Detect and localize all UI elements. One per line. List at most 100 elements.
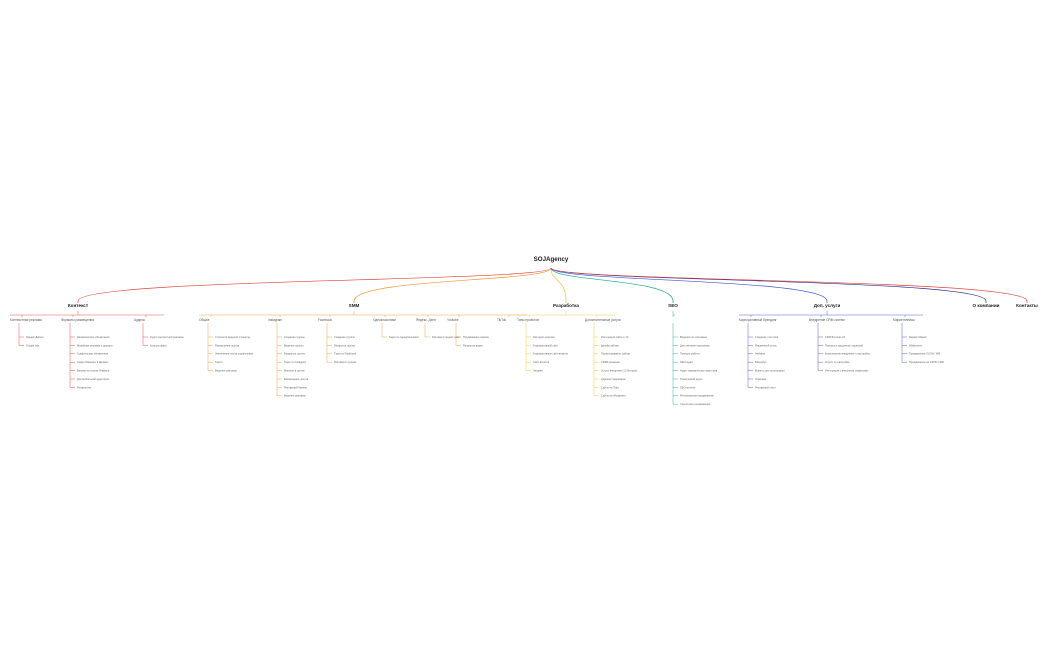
group-node-4-1[interactable]: Внедрение CRM систем [809, 318, 845, 322]
leaf-node-0-1-3[interactable]: Смарт-баннеры в Директе [77, 360, 109, 364]
leaf-node-4-2-1[interactable]: Wildberries [909, 343, 923, 347]
group-node-2-0[interactable]: Типы проектов [517, 318, 539, 322]
leaf-node-2-0-3[interactable]: Сайт-визитка [533, 360, 550, 364]
leaf-node-3-0-2[interactable]: Позиции работы [680, 352, 700, 356]
section-connector [550, 267, 987, 303]
group-node-1-0[interactable]: Общие [199, 318, 210, 322]
group-node-1-4[interactable]: Яндекс. Дзен [416, 318, 436, 322]
leaf-node-1-1-6[interactable]: Рекламный баннер [284, 385, 308, 389]
group-node-2-1[interactable]: Дополнительные услуги [585, 318, 621, 322]
section-connector [550, 267, 567, 303]
leaf-node-1-0-1[interactable]: Размещение постов [215, 343, 240, 347]
leaf-node-1-0-4[interactable]: Ведение рекламы [215, 369, 237, 373]
leaf-node-2-0-0[interactable]: Интернет-магазин [533, 335, 555, 339]
group-node-1-2[interactable]: Facebook [318, 318, 332, 322]
leaf-node-4-0-6[interactable]: Рекламный текст [755, 385, 776, 389]
section-connector [550, 267, 1028, 303]
leaf-node-4-1-2[interactable]: Комплексное внедрение и настройка [825, 352, 870, 356]
leaf-node-4-2-0[interactable]: Яндекс Маркет [909, 335, 928, 339]
leaf-node-4-0-3[interactable]: Брендбук [755, 360, 767, 364]
leaf-node-2-1-3[interactable]: CRM3 решения [601, 360, 620, 364]
leaf-node-2-1-7[interactable]: Сайты на Wordpress [601, 394, 626, 398]
leaf-node-0-1-2[interactable]: Графические объявления [77, 352, 109, 356]
leaf-node-3-0-8[interactable]: Ссылочное продвижение [680, 402, 711, 406]
group-node-0-1[interactable]: Форматы размещения [61, 318, 94, 322]
leaf-node-4-1-0[interactable]: CRM Битрикс 24 [825, 335, 845, 339]
leaf-node-4-0-4[interactable]: Макеты для полиграфии [755, 369, 785, 373]
leaf-node-3-0-1[interactable]: Для интернет-магазинов [680, 343, 710, 347]
leaf-node-1-1-2[interactable]: Раскрутка группы [284, 352, 305, 356]
leaf-node-1-1-7[interactable]: Ведение рекламы [284, 394, 306, 398]
leaf-node-4-0-5[interactable]: Упаковка [755, 377, 767, 381]
leaf-node-4-1-3[interactable]: Услуги по настройке [825, 360, 850, 364]
leaf-node-1-1-5[interactable]: Размещение постов [284, 377, 309, 381]
leaf-node-4-2-3[interactable]: Продвижение на OZON / WB [909, 360, 944, 364]
leaf-node-3-0-5[interactable]: Технический аудит [680, 377, 703, 381]
leaf-node-1-0-2[interactable]: Увеличение числа подписчиков [215, 352, 254, 356]
leaf-node-2-0-2[interactable]: Корпоративные сайт-визитки [533, 352, 569, 356]
leaf-node-2-0-1[interactable]: Корпоративный сайт [533, 343, 559, 347]
leaf-node-1-1-4[interactable]: Магазин в группе [284, 369, 305, 373]
leaf-node-1-1-0[interactable]: Создание группы [284, 335, 305, 339]
group-node-0-2[interactable]: Аудиты [134, 318, 146, 322]
leaf-node-1-4-0[interactable]: Реклама в яндекс дзен [432, 335, 460, 339]
group-bus [517, 311, 615, 316]
leaf-node-0-1-1[interactable]: Медийная реклама в директе [77, 343, 113, 347]
leaf-node-0-0-1[interactable]: Google Ads [26, 343, 40, 347]
leaf-node-2-1-2[interactable]: Проектирование сайтов [601, 352, 631, 356]
leaf-node-1-0-0[interactable]: Стратегия ведения страницы [215, 335, 250, 339]
leaf-node-4-0-0[interactable]: Создание логотипа [755, 335, 779, 339]
leaf-node-1-2-1[interactable]: Раскрутка группы [334, 343, 355, 347]
section-node-4[interactable]: Доп. услуги [814, 303, 841, 308]
group-node-1-1[interactable]: Instagram [268, 318, 283, 322]
leaf-node-1-1-3[interactable]: Таргет в Instagram [284, 360, 306, 364]
group-node-4-0[interactable]: Корпоративный брендинг [739, 318, 778, 322]
root-node[interactable]: SOJAgency [534, 256, 569, 263]
leaf-node-4-0-2[interactable]: Нейминг [755, 352, 765, 356]
leaf-node-4-1-1[interactable]: Покупка и продление лицензий [825, 343, 863, 347]
leaf-node-4-2-2[interactable]: Продвижение OZON / WB [909, 352, 940, 356]
group-node-0-0[interactable]: Контекстная реклама [10, 318, 42, 322]
group-node-1-3[interactable]: Одноклассники [373, 318, 396, 322]
leaf-node-0-1-0[interactable]: Динамические объявления [77, 335, 110, 339]
group-node-4-2[interactable]: Маркетплейсы [893, 318, 916, 322]
leaf-node-0-1-5[interactable]: Для мобильной аудитории [77, 377, 110, 381]
section-node-5[interactable]: О компании [973, 303, 1000, 308]
leaf-node-3-0-7[interactable]: Региональное продвижение [680, 394, 714, 398]
leaf-node-0-1-4[interactable]: Баннер на поиске Яндекса [77, 369, 110, 373]
leaf-node-2-1-5[interactable]: Администрирование [601, 377, 626, 381]
leaf-node-0-2-0[interactable]: Аудит контекстной рекламы [150, 335, 184, 339]
leaf-node-2-1-0[interactable]: Интеграция сайта с 1С [601, 335, 629, 339]
leaf-node-1-2-2[interactable]: Таргет в Facebook [334, 352, 357, 356]
leaf-node-3-0-6[interactable]: SEO-контент [680, 385, 696, 389]
section-node-6[interactable]: Контакты [1016, 303, 1038, 308]
group-bus [739, 311, 923, 316]
leaf-node-4-1-4[interactable]: Интеграция с внешними сервисами [825, 369, 869, 373]
section-node-1[interactable]: SMM [349, 303, 360, 308]
leaf-node-1-2-0[interactable]: Создание группы [334, 335, 355, 339]
group-node-1-6[interactable]: TikTok [497, 318, 506, 322]
leaf-node-3-0-3[interactable]: SEO-аудит [680, 360, 694, 364]
leaf-node-0-0-0[interactable]: Яндекс Директ [26, 335, 45, 339]
leaf-node-1-5-0[interactable]: Продвижение канала [463, 335, 489, 339]
group-bus [199, 311, 527, 316]
leaf-node-2-0-4[interactable]: Лендинг [533, 369, 543, 373]
leaf-node-1-5-1[interactable]: Раскрутка видео [463, 343, 484, 347]
section-node-2[interactable]: Разработка [553, 302, 579, 308]
leaf-node-2-1-6[interactable]: Сайты на Tilda [601, 385, 619, 389]
leaf-node-1-1-1[interactable]: Ведение группы [284, 343, 304, 347]
leaf-node-2-1-4[interactable]: Услуги внедрения 1С-Битрикс [601, 369, 638, 373]
leaf-node-1-0-3[interactable]: Таргет [215, 360, 224, 364]
leaf-node-1-3-0[interactable]: Таргет в одноклассниках [389, 335, 420, 339]
section-node-0[interactable]: Контекст [68, 303, 89, 308]
leaf-node-1-2-3[interactable]: Реклама в группах [334, 360, 357, 364]
leaf-node-2-1-1[interactable]: Дизайн сайтов [601, 343, 619, 347]
group-node-1-5[interactable]: Youtube [447, 318, 459, 322]
leaf-node-3-0-0[interactable]: Ведение по ключевым [680, 335, 707, 339]
section-connector [353, 267, 552, 303]
leaf-node-4-0-1[interactable]: Фирменный стиль [755, 343, 777, 347]
leaf-node-0-2-1[interactable]: Консультации [150, 343, 167, 347]
section-node-3[interactable]: SEO [668, 303, 678, 308]
leaf-node-0-1-6[interactable]: Ретаргетинг [77, 385, 91, 389]
leaf-node-3-0-4[interactable]: Аудит коммерческих факторов [680, 369, 718, 373]
